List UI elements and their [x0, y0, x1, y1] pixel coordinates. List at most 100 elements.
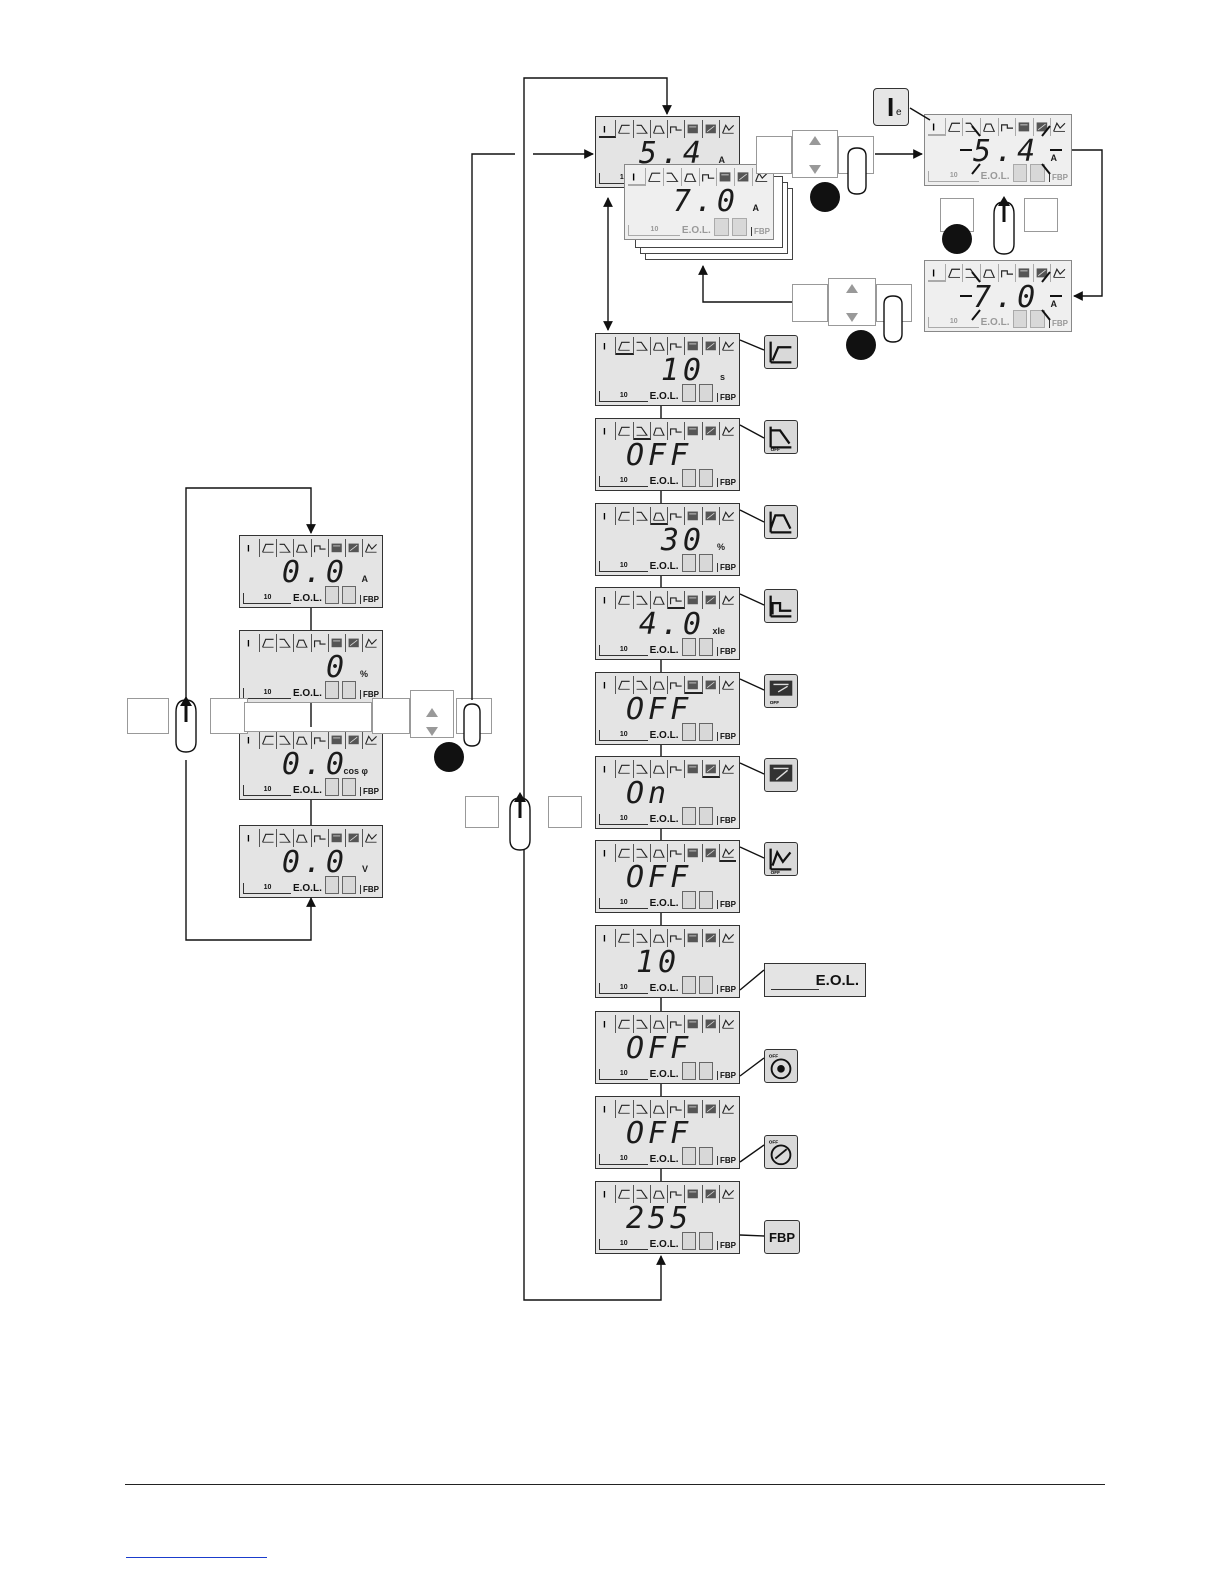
lcd-icon-strip: I — [599, 1015, 736, 1033]
motor-dir-icon — [703, 1015, 720, 1033]
underload-icon — [720, 337, 736, 355]
ramp-up-icon — [616, 422, 634, 440]
lcd-value: On — [626, 776, 671, 811]
key-right[interactable] — [548, 796, 582, 828]
ramp-down-side-icon: OFF — [764, 420, 798, 454]
motor-icon — [685, 929, 703, 947]
class-label: 10 — [599, 814, 648, 825]
motor-icon — [685, 844, 703, 862]
fbp-label: FBP — [1049, 319, 1068, 328]
pump-icon — [681, 1232, 696, 1250]
ramp-up-icon — [616, 844, 634, 862]
menu-strip[interactable] — [244, 702, 372, 732]
ramp-down-icon — [277, 829, 295, 847]
pump-icon — [324, 681, 339, 699]
eol-label: E.O.L. — [649, 391, 679, 402]
class-label: 10 — [599, 391, 648, 402]
fbp-side-icon: FBP — [764, 1220, 800, 1254]
curve-icon — [981, 264, 999, 282]
step-icon — [312, 731, 329, 749]
motor-icon — [329, 731, 346, 749]
lcd-icon-strip: I — [599, 120, 736, 138]
footer-link-underline — [126, 1557, 267, 1558]
underload-icon — [753, 168, 770, 186]
lcd-icon-strip: I — [928, 118, 1068, 136]
motor-dir-icon — [703, 1100, 720, 1118]
step-icon — [668, 422, 686, 440]
step-icon — [668, 676, 686, 694]
key-a[interactable] — [756, 136, 792, 174]
motor-dir-icon — [1034, 118, 1052, 136]
footer-rule — [125, 1484, 1105, 1485]
class-label: 10 — [599, 561, 648, 572]
step-icon — [312, 829, 329, 847]
lcd-value: 0.0 — [281, 845, 348, 880]
current-icon: I — [599, 1185, 617, 1203]
class-label: 10 — [599, 898, 648, 909]
pump-icon — [681, 891, 696, 909]
step-icon — [700, 168, 718, 186]
step-icon — [668, 507, 686, 525]
ramp-down-icon — [634, 1015, 651, 1033]
eol-label: E.O.L. — [649, 476, 679, 487]
ramp-down-icon — [634, 1100, 651, 1118]
up-down-left[interactable] — [372, 698, 410, 734]
underload-icon — [363, 731, 379, 749]
key-c[interactable] — [1024, 198, 1058, 232]
ramp-up-icon — [616, 929, 634, 947]
underload-icon — [1051, 118, 1068, 136]
left-key[interactable] — [127, 698, 169, 734]
current-icon: I — [599, 591, 617, 609]
key-d[interactable] — [792, 284, 828, 322]
lcd-icon-strip: I — [599, 676, 736, 694]
svg-text:I: I — [603, 1189, 606, 1200]
lcd-icon-strip: I — [599, 591, 736, 609]
lcd-icon-strip: I — [599, 507, 736, 525]
ramp-up-icon — [946, 264, 964, 282]
underload-icon — [720, 1015, 736, 1033]
ramp-up-icon — [616, 1015, 634, 1033]
underload-icon — [363, 829, 379, 847]
pump-icon — [681, 807, 696, 825]
class-label: 10 — [599, 1069, 648, 1080]
svg-text:I: I — [247, 637, 250, 648]
eol-label: E.O.L. — [649, 645, 679, 656]
motor-icon — [685, 120, 703, 138]
lcd-unit: A — [718, 155, 726, 165]
svg-text:I: I — [603, 933, 606, 944]
curve-side-icon — [764, 505, 798, 539]
svg-text:I: I — [603, 511, 606, 522]
lcd-value: 0 — [325, 650, 348, 685]
underload-side-icon: OFF — [764, 842, 798, 876]
fan-icon — [341, 586, 357, 604]
class-label: 10 — [599, 476, 648, 487]
fan-icon — [698, 1147, 714, 1165]
step-icon — [668, 1015, 686, 1033]
motor-icon — [1016, 264, 1034, 282]
class-label: 10 — [599, 645, 648, 656]
fbp-label: FBP — [717, 1156, 736, 1165]
pump-icon — [681, 976, 696, 994]
current-icon: I — [599, 507, 617, 525]
lcd-icon-strip: I — [599, 760, 736, 778]
motor-dir-icon — [346, 539, 363, 557]
step-icon — [668, 844, 686, 862]
key-left[interactable] — [465, 796, 499, 828]
lcd-icon-strip: I — [243, 539, 379, 557]
step-icon — [668, 929, 686, 947]
current-icon: I — [599, 422, 617, 440]
lcd-value: OFF — [626, 1031, 693, 1066]
class-label: 10 — [599, 983, 648, 994]
